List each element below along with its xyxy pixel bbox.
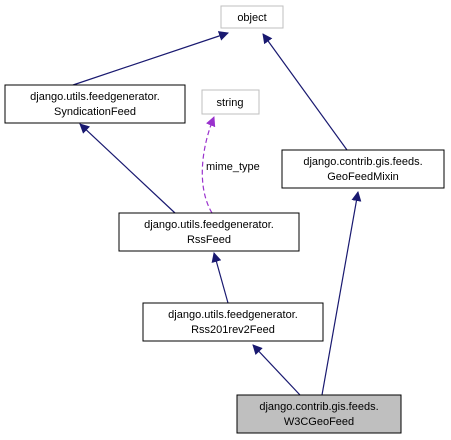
node-string-label: string (217, 97, 244, 109)
node-rss-feed[interactable]: django.utils.feedgenerator. RssFeed (118, 212, 300, 252)
edge-w3cgeofeed-to-rss201rev2feed (252, 344, 301, 396)
node-rss-feed-line-2: RssFeed (187, 234, 231, 246)
node-rss201rev2-feed-line-2: Rss201rev2Feed (191, 324, 275, 336)
node-syndication-feed-line-2: SyndicationFeed (54, 106, 136, 118)
edge-syndicationfeed-to-object (72, 31, 229, 86)
edge-w3cgeofeed-to-geofeedmixin (321, 191, 362, 396)
edge-rssfeed-to-string-mime-type (201, 116, 216, 214)
node-syndication-feed[interactable]: django.utils.feedgenerator. SyndicationF… (4, 84, 186, 124)
node-syndication-feed-line-1: django.utils.feedgenerator. (30, 91, 160, 103)
edge-geofeedmixin-to-object (262, 33, 348, 151)
edge-label-mime-type: mime_type (206, 161, 260, 173)
node-object[interactable]: object (220, 5, 284, 29)
edges: mime_type (72, 31, 362, 396)
edge-rssfeed-to-syndicationfeed (79, 123, 176, 214)
node-w3c-geo-feed-line-2: W3CGeoFeed (284, 416, 354, 428)
node-w3c-geo-feed-line-1: django.contrib.gis.feeds. (259, 401, 378, 413)
node-object-label: object (237, 12, 266, 24)
node-w3c-geo-feed[interactable]: django.contrib.gis.feeds. W3CGeoFeed (236, 394, 402, 434)
node-geo-feed-mixin-line-1: django.contrib.gis.feeds. (303, 156, 422, 168)
node-string[interactable]: string (201, 89, 260, 115)
node-rss201rev2-feed[interactable]: django.utils.feedgenerator. Rss201rev2Fe… (142, 302, 324, 342)
node-geo-feed-mixin-line-2: GeoFeedMixin (327, 171, 399, 183)
edge-rss201rev2feed-to-rssfeed (211, 252, 229, 304)
node-rss201rev2-feed-line-1: django.utils.feedgenerator. (168, 309, 298, 321)
node-geo-feed-mixin[interactable]: django.contrib.gis.feeds. GeoFeedMixin (281, 149, 445, 189)
node-rss-feed-line-1: django.utils.feedgenerator. (144, 219, 274, 231)
